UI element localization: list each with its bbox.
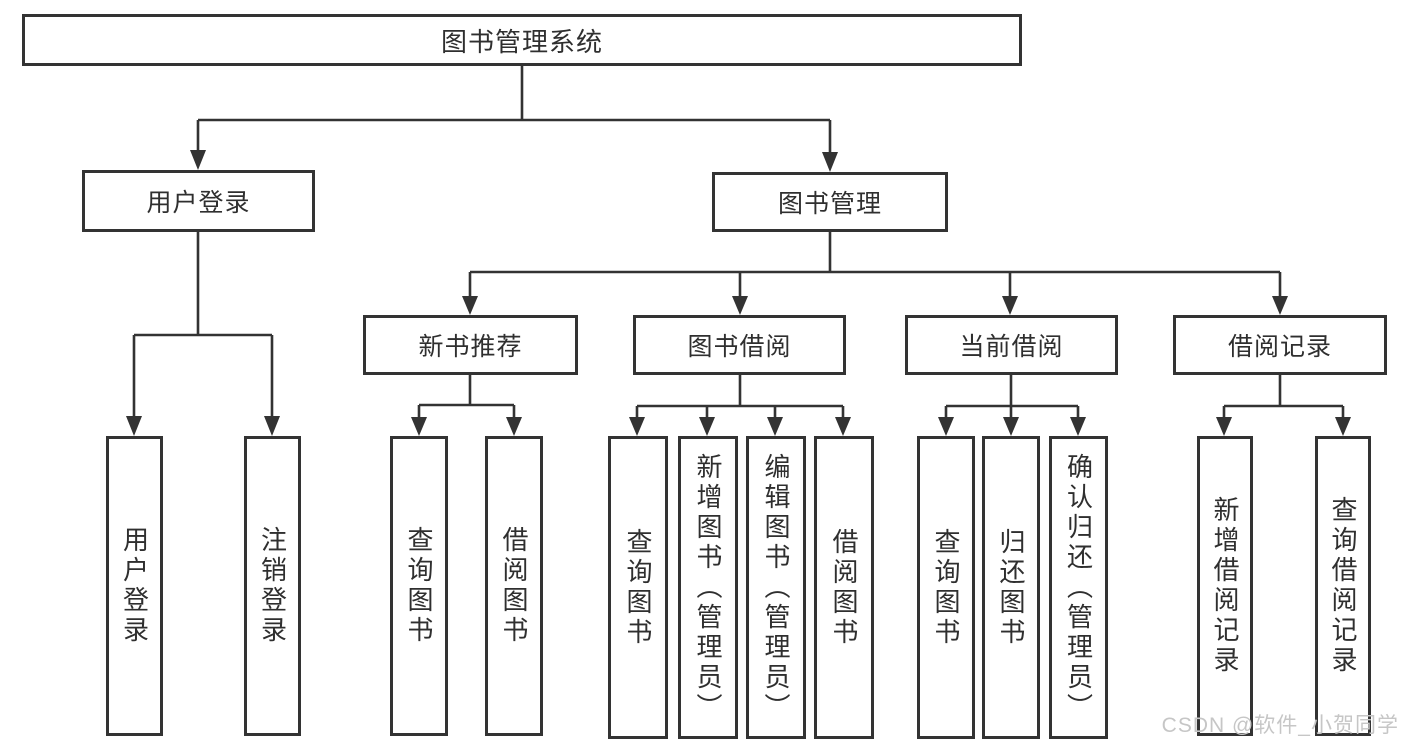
node-borrow-books-borrowing: 借阅图书: [814, 436, 874, 739]
node-add-books-admin: 新增图书（管理员）: [678, 436, 738, 739]
node-user-login-leaf: 用户登录: [106, 436, 163, 736]
node-query-books-current: 查询图书: [917, 436, 975, 739]
node-query-books-recommend: 查询图书: [390, 436, 448, 736]
node-return-books: 归还图书: [982, 436, 1040, 739]
node-user-login: 用户登录: [82, 170, 315, 232]
node-label: 查询图书: [931, 527, 961, 648]
node-label: 图书管理: [777, 190, 882, 218]
node-label: 用户登录: [119, 526, 150, 646]
node-book-borrowing: 图书借阅: [633, 315, 846, 375]
node-label: 图书管理系统: [440, 26, 603, 57]
node-label: 编辑图书（管理员）: [761, 452, 791, 723]
node-label: 归还图书: [996, 527, 1026, 648]
node-borrowing-records: 借阅记录: [1173, 315, 1387, 375]
node-label: 查询图书: [623, 527, 653, 648]
node-edit-books-admin: 编辑图书（管理员）: [746, 436, 806, 739]
node-label: 查询借阅记录: [1328, 496, 1358, 676]
node-label: 借阅图书: [499, 526, 529, 646]
node-book-management: 图书管理: [712, 172, 948, 232]
node-label: 确认归还（管理员）: [1063, 452, 1094, 723]
node-label: 注销登录: [257, 526, 288, 646]
node-label: 新增图书（管理员）: [693, 452, 723, 723]
node-current-borrowing: 当前借阅: [905, 315, 1118, 375]
node-label: 用户登录: [146, 189, 251, 217]
node-query-borrow-record: 查询借阅记录: [1315, 436, 1371, 736]
node-new-book-recommend: 新书推荐: [363, 315, 578, 375]
node-library-management-system: 图书管理系统: [22, 14, 1022, 66]
node-confirm-return-admin: 确认归还（管理员）: [1049, 436, 1108, 739]
node-label: 借阅图书: [829, 527, 859, 648]
node-label: 借阅记录: [1227, 333, 1332, 361]
node-query-books-borrowing: 查询图书: [608, 436, 668, 739]
node-label: 新书推荐: [418, 333, 523, 361]
node-label: 查询图书: [404, 526, 434, 646]
node-borrow-books-recommend: 借阅图书: [485, 436, 543, 736]
node-logout-leaf: 注销登录: [244, 436, 301, 736]
node-label: 图书借阅: [687, 333, 792, 361]
node-add-borrow-record: 新增借阅记录: [1197, 436, 1253, 736]
node-label: 当前借阅: [959, 333, 1064, 361]
node-label: 新增借阅记录: [1210, 496, 1240, 676]
